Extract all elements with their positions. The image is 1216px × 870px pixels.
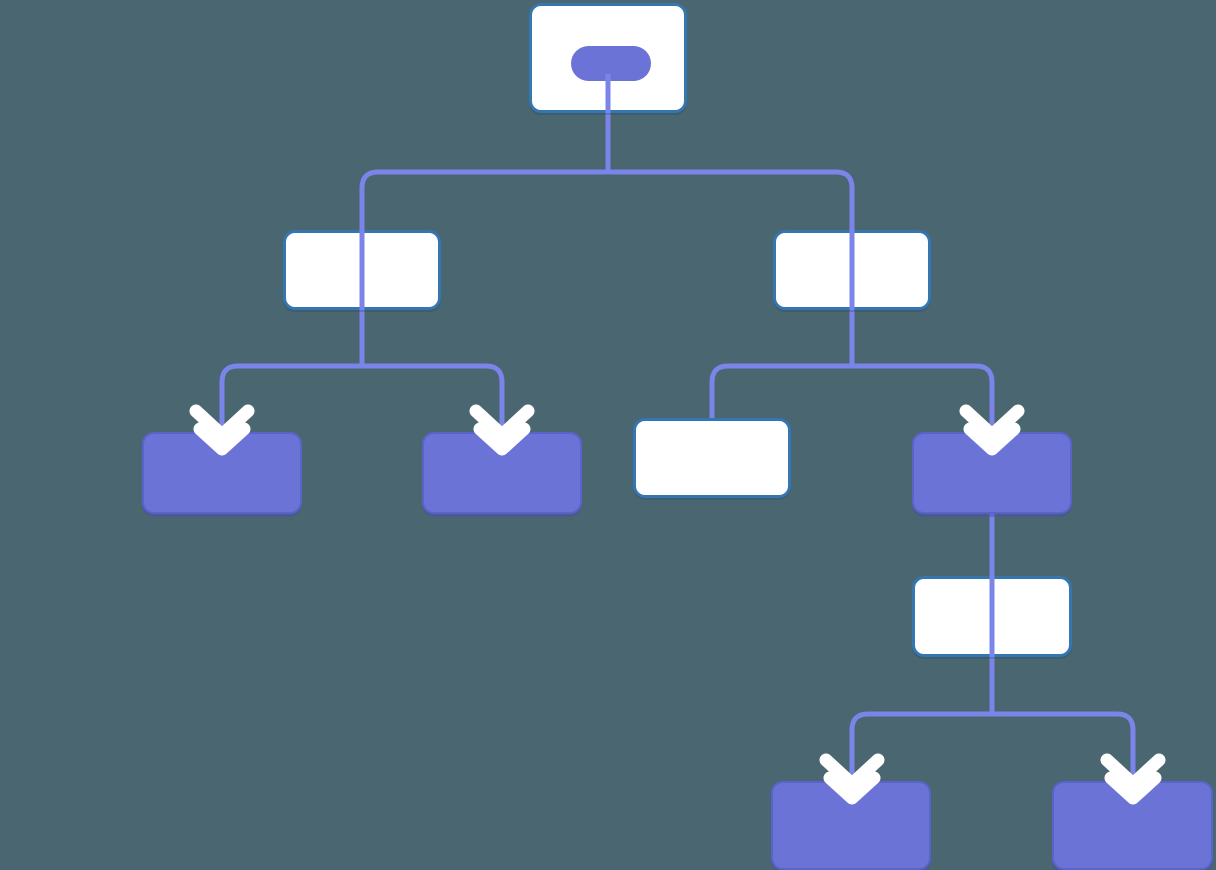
edge-level1-right-to-c	[709, 310, 855, 418]
edge-level1-left-to-b	[362, 363, 505, 432]
edge-root-to-level1-left	[359, 113, 611, 230]
edge-level3-to-level4-b	[992, 711, 1136, 781]
level1-left-node[interactable]	[283, 230, 441, 310]
level3-node-a[interactable]	[912, 576, 1072, 657]
level4-node-b[interactable]	[1052, 781, 1213, 870]
root-label-pill	[571, 46, 651, 81]
level2-node-a[interactable]	[142, 432, 302, 514]
level2-node-b[interactable]	[422, 432, 582, 514]
edge-level3-to-level4-a	[849, 657, 995, 781]
root-node[interactable]	[529, 3, 687, 113]
edge-root-to-level1-right	[608, 169, 855, 230]
level1-right-node[interactable]	[773, 230, 931, 310]
level2-node-c[interactable]	[633, 418, 791, 498]
edge-level1-right-to-d	[852, 363, 995, 432]
level4-node-a[interactable]	[771, 781, 931, 870]
level2-node-d[interactable]	[912, 432, 1072, 514]
edge-level1-left-to-a	[219, 310, 365, 432]
